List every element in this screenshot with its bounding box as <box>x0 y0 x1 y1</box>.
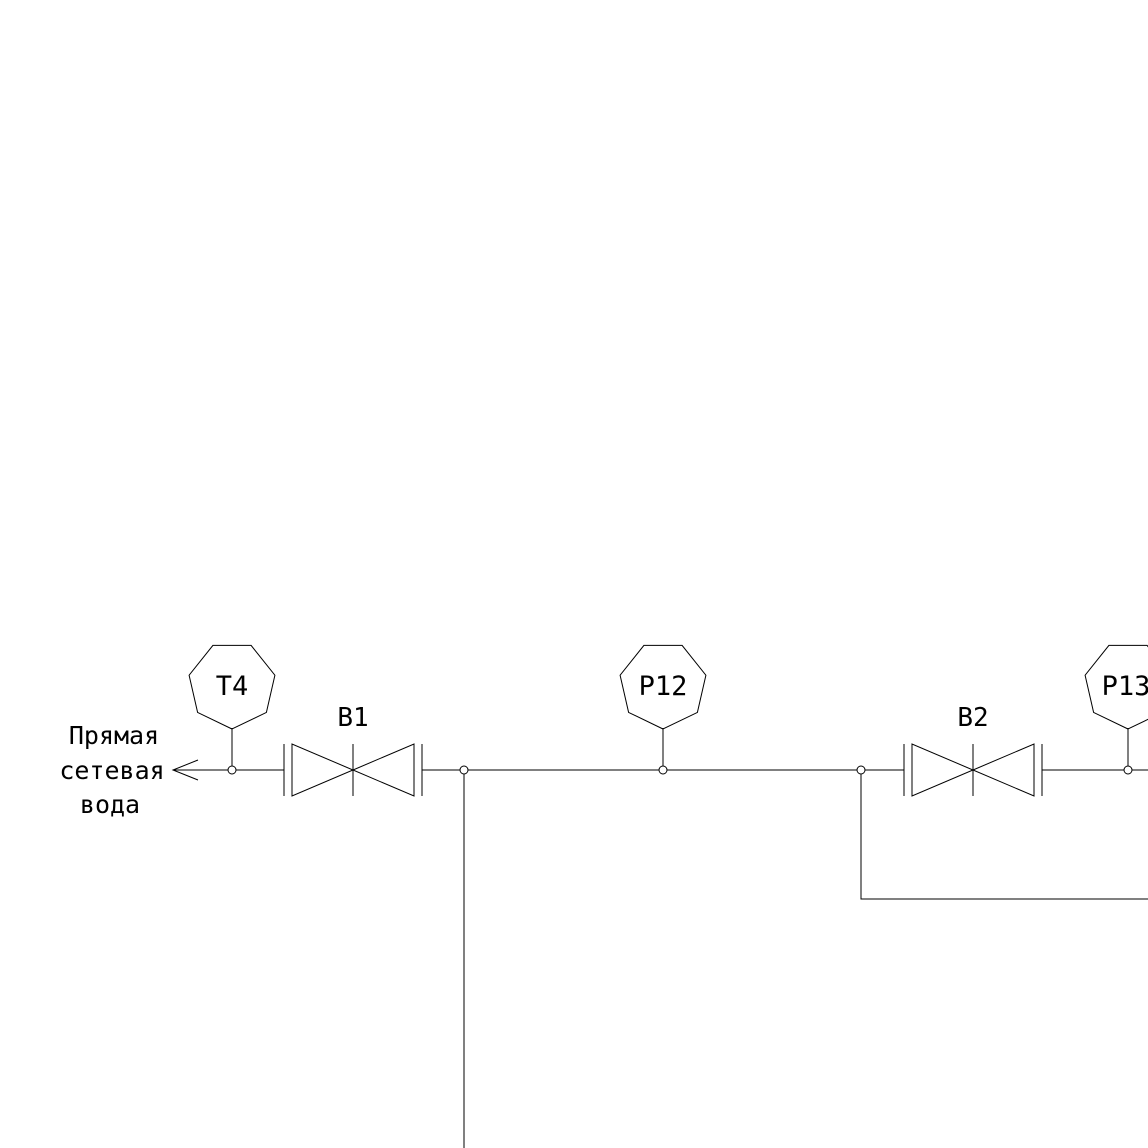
instrument-t4-tag: T4 <box>216 671 249 702</box>
junction-node <box>227 765 237 775</box>
bypass-pipe <box>860 770 1148 900</box>
instrument-p12-tag: P12 <box>639 671 688 702</box>
instrument-t4: T4 <box>188 644 276 770</box>
junction-nodes <box>227 765 1133 775</box>
flow-label-line-2: сетевая <box>59 756 164 785</box>
valve-b1-body-left <box>291 743 355 797</box>
valve-b1: B1 <box>283 703 423 797</box>
instrument-p12: P12 <box>619 644 707 770</box>
flow-label: Прямая сетевая вода <box>59 721 164 819</box>
instrument-p13-heptagon <box>1084 644 1148 730</box>
valve-b2-tag: B2 <box>957 703 988 733</box>
instrument-p13-tag: P13 <box>1102 671 1148 702</box>
instrument-p13: P13 <box>1084 644 1148 770</box>
junction-node <box>459 765 469 775</box>
junction-node <box>856 765 866 775</box>
instrument-p12-heptagon <box>619 644 707 730</box>
valve-b2-body-left <box>911 743 975 797</box>
flow-label-line-3: вода <box>80 790 140 819</box>
junction-node <box>1123 765 1133 775</box>
instrument-t4-heptagon <box>188 644 276 730</box>
valve-b2-body-right <box>971 743 1035 797</box>
valve-b1-tag: B1 <box>337 703 368 733</box>
valve-b2: B2 <box>903 703 1043 797</box>
junction-node <box>658 765 668 775</box>
valve-b1-body-right <box>351 743 415 797</box>
flow-label-line-1: Прямая <box>69 721 159 750</box>
